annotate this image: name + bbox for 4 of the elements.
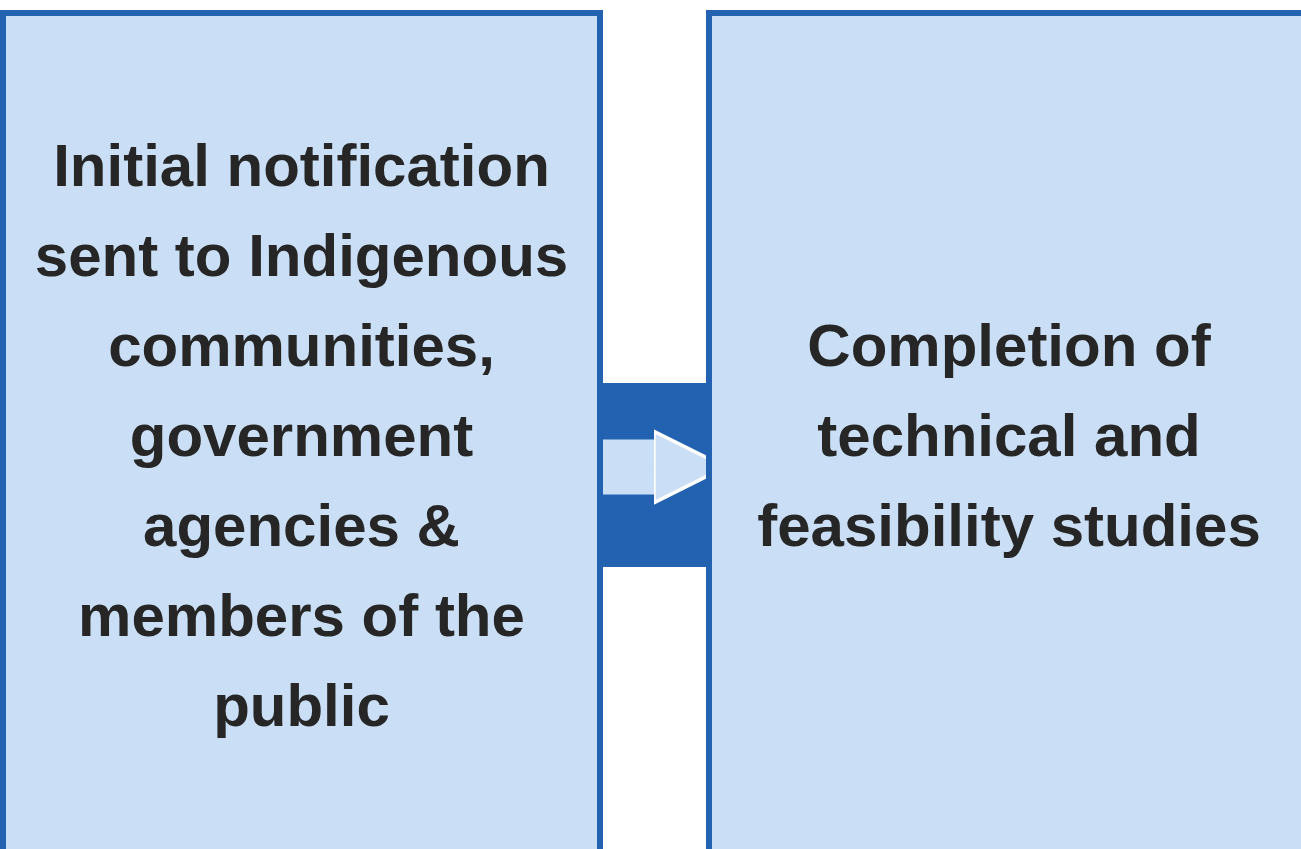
process-box	[706, 10, 1301, 849]
box-text: Initial notification sent to Indigenous communities, government agencies & members of the public	[33, 130, 570, 741]
box-text: Completion of technical and feasibility studies	[756, 310, 1262, 561]
process-box	[0, 10, 603, 849]
